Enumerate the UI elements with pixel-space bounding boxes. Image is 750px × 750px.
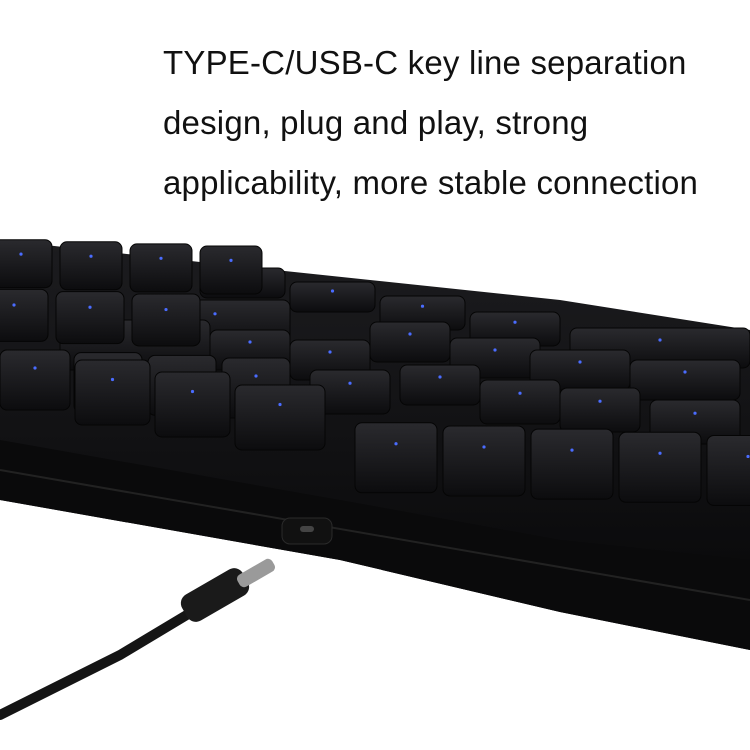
key-legend-glow — [248, 340, 252, 344]
keycap — [154, 371, 231, 438]
key-legend-glow — [693, 411, 697, 415]
keycap — [530, 428, 614, 500]
key-legend-glow — [598, 399, 602, 403]
caption-line-3: applicability, more stable connection — [163, 164, 699, 201]
keycap — [59, 241, 123, 291]
key-legend-glow — [482, 445, 486, 449]
key-legend-glow — [328, 350, 332, 354]
key-legend-glow — [110, 377, 115, 382]
key-legend-glow — [229, 258, 233, 262]
key-legend-glow — [190, 389, 195, 394]
keycap — [199, 245, 263, 295]
key-legend-glow — [88, 305, 92, 309]
key-legend-glow — [394, 442, 398, 446]
key-legend-glow — [513, 320, 517, 324]
key-legend-glow — [12, 303, 16, 307]
key-legend-glow — [683, 370, 687, 374]
keycap — [399, 364, 481, 406]
key-legend-glow — [348, 381, 352, 385]
usb-cable — [0, 605, 200, 720]
key-legend-glow — [408, 332, 412, 336]
key-legend-glow — [278, 402, 282, 407]
key-legend-glow — [254, 374, 258, 378]
key-legend-glow — [330, 289, 335, 293]
keycap — [559, 387, 641, 433]
key-legend-glow — [19, 252, 23, 256]
key-legend-glow — [570, 448, 574, 452]
keycap — [618, 431, 702, 503]
caption-line-2: design, plug and play, strong — [163, 104, 589, 141]
key-legend-glow — [420, 304, 425, 308]
key-legend-glow — [658, 338, 662, 342]
key-legend-glow — [164, 307, 168, 312]
keycap — [629, 359, 741, 401]
keycap — [289, 281, 376, 313]
key-legend-glow — [578, 360, 582, 364]
key-legend-glow — [159, 256, 163, 260]
keycap — [55, 291, 125, 345]
key-legend-glow — [493, 348, 497, 352]
key-legend-glow — [33, 366, 37, 370]
keycap — [442, 425, 526, 497]
key-legend-glow — [213, 312, 217, 316]
keycap — [369, 321, 451, 363]
keycap — [0, 239, 53, 289]
keyboard-front-edge — [0, 440, 750, 650]
key-legend-glow — [89, 254, 93, 258]
keycap — [479, 379, 561, 425]
keycap — [0, 288, 49, 342]
keycap — [74, 359, 151, 426]
key-legend-glow — [518, 391, 522, 395]
keycap — [234, 384, 326, 451]
usb-c-plug — [180, 568, 250, 622]
keycap — [706, 434, 750, 506]
keycap — [131, 293, 201, 347]
keycaps — [0, 239, 750, 506]
key-legend-glow — [746, 454, 750, 459]
key-legend-glow — [658, 451, 662, 455]
key-legend-glow — [438, 375, 442, 379]
keycap — [0, 349, 71, 411]
keycap — [129, 243, 193, 293]
keycap — [354, 422, 438, 494]
caption-line-1: TYPE-C/USB-C key line separation — [163, 44, 687, 81]
